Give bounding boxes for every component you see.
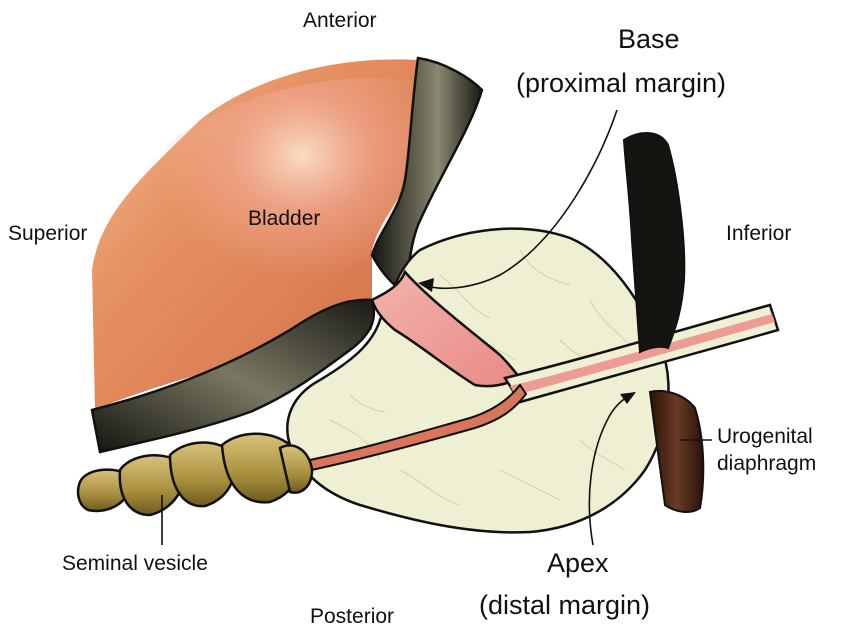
label-posterior: Posterior <box>310 605 394 628</box>
label-urogenital-line1: Urogenital <box>717 425 813 448</box>
label-superior: Superior <box>8 222 87 245</box>
label-urogenital-line2: diaphragm <box>717 452 816 475</box>
label-bladder: Bladder <box>248 207 320 230</box>
label-inferior: Inferior <box>726 222 791 245</box>
label-base-subtitle: (proximal margin) <box>516 68 726 98</box>
label-apex-subtitle: (distal margin) <box>479 590 650 620</box>
label-seminal-vesicle: Seminal vesicle <box>62 552 208 575</box>
label-base-title: Base <box>618 24 680 54</box>
urogenital-diaphragm-shape <box>650 391 703 512</box>
label-anterior: Anterior <box>303 9 377 32</box>
label-apex-title: Apex <box>547 548 609 578</box>
